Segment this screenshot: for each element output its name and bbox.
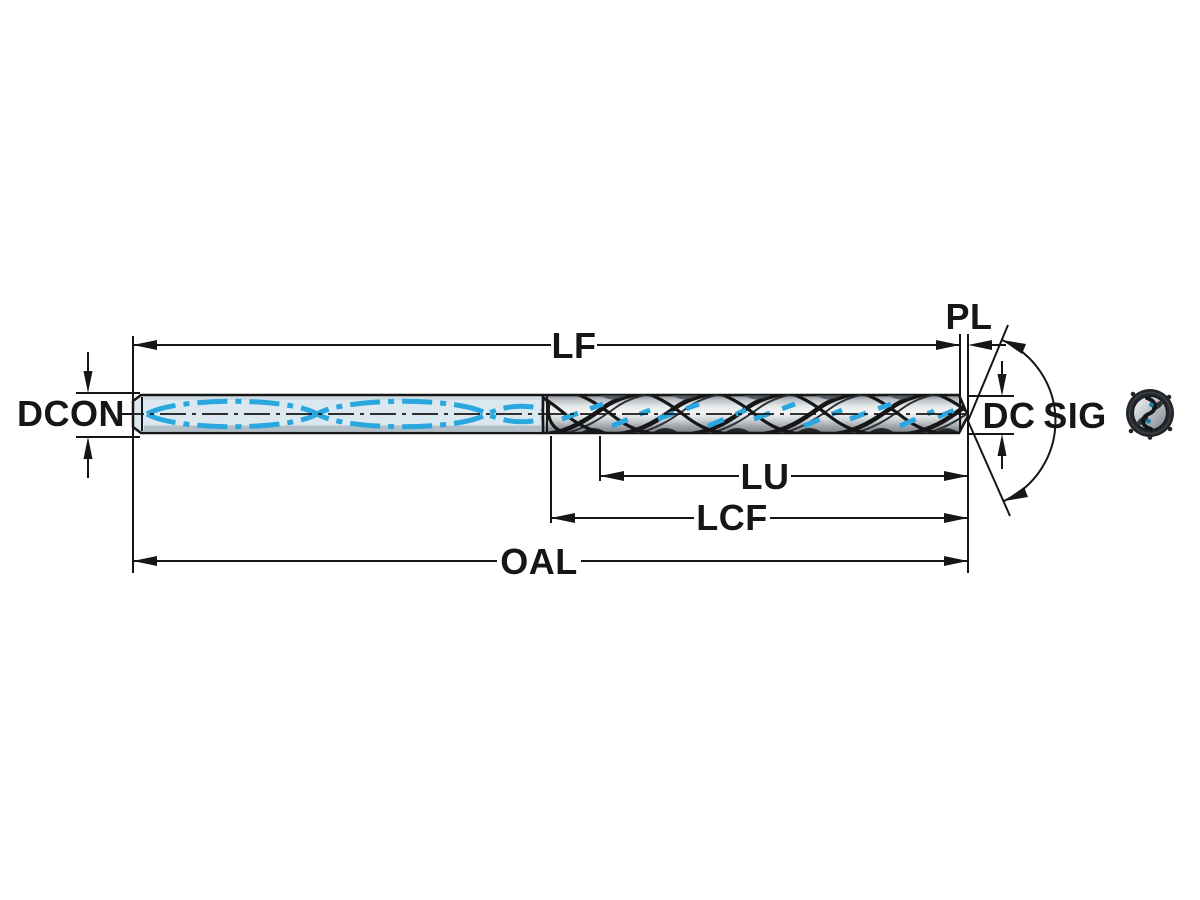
coolant-hole-top [1149, 402, 1154, 408]
shank-top-shade [144, 396, 541, 400]
dim-lcf [551, 513, 968, 523]
label-sig: SIG [1043, 395, 1107, 436]
label-dc: DC [982, 395, 1036, 436]
label-lu: LU [740, 456, 790, 497]
label-pl: PL [945, 296, 993, 337]
coolant-channels-flute [561, 401, 958, 429]
label-oal: OAL [500, 541, 578, 582]
dim-oal [133, 556, 968, 566]
drill-flutes [541, 393, 970, 435]
dim-sig [967, 324, 1057, 517]
dim-dcon [76, 352, 140, 478]
drill-end-view-icon [1126, 389, 1174, 440]
dim-lf [133, 340, 960, 350]
shank-bottom-shade [144, 425, 541, 431]
label-lf: LF [551, 325, 597, 366]
dim-dc [968, 361, 1014, 469]
label-dcon: DCON [17, 393, 125, 434]
extension-lines [132, 334, 969, 573]
coolant-channels-shank [145, 398, 546, 430]
coolant-hole-bottom [1146, 418, 1151, 424]
label-lcf: LCF [696, 497, 768, 538]
dim-lu [600, 471, 968, 481]
